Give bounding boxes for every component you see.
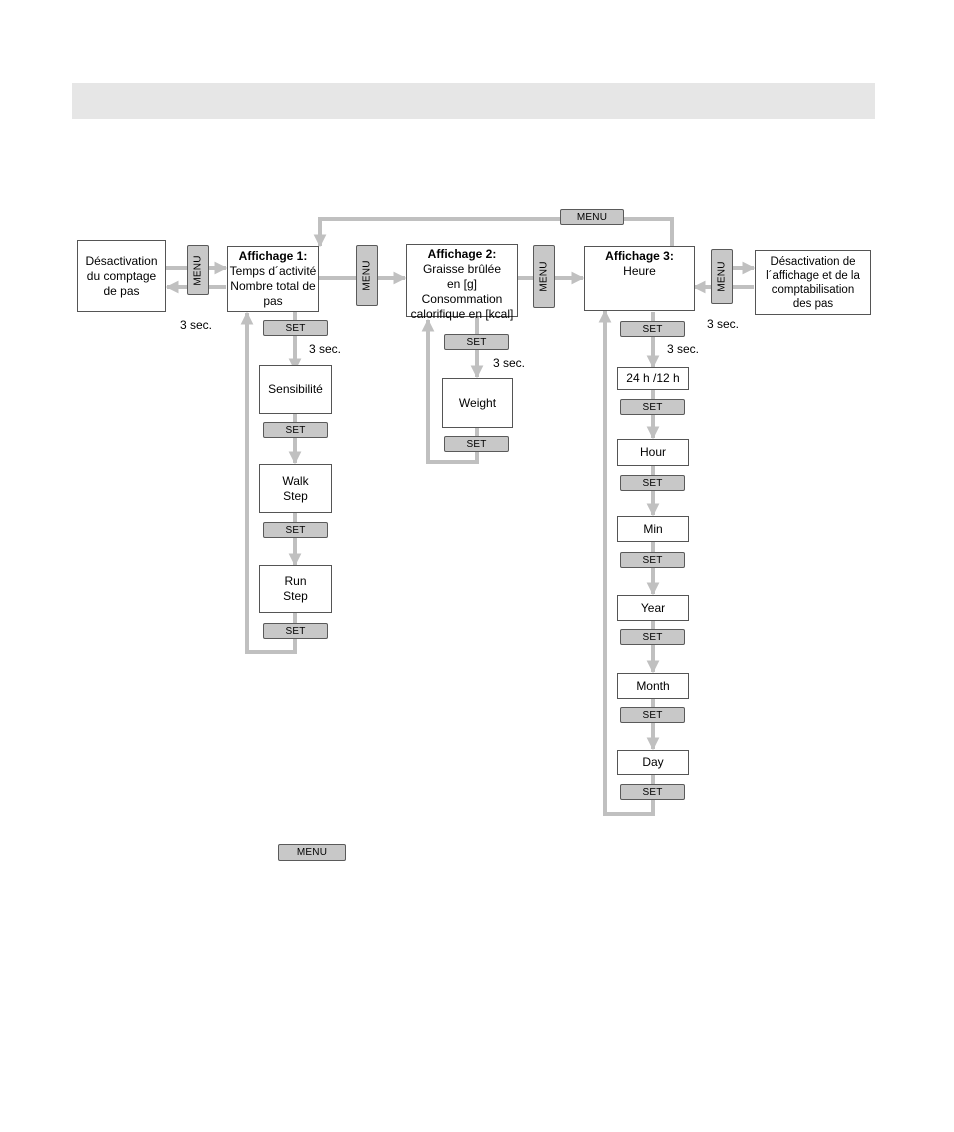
set-button[interactable]: SET	[263, 320, 328, 336]
walk-step-box: Walk Step	[259, 464, 332, 513]
menu-button-top-loop[interactable]: MENU	[560, 209, 624, 225]
set-button[interactable]: SET	[444, 334, 509, 350]
header-banner	[72, 83, 875, 119]
year-box: Year	[617, 595, 689, 621]
set-button[interactable]: SET	[620, 784, 685, 800]
set-button[interactable]: SET	[620, 707, 685, 723]
menu-button-display1[interactable]: MENU	[187, 245, 209, 295]
deactivation-display-box: Désactivation de l´affichage et de la co…	[755, 250, 871, 315]
hold-label-display3: 3 sec.	[667, 342, 700, 356]
display2-title: Affichage 2:	[427, 247, 497, 261]
display3-title: Affichage 3:	[605, 249, 674, 263]
menu-button-display2[interactable]: MENU	[356, 245, 378, 306]
hold-label-display1: 3 sec.	[309, 342, 342, 356]
set-button[interactable]: SET	[444, 436, 509, 452]
run-step-box: Run Step	[259, 565, 332, 613]
weight-box: Weight	[442, 378, 513, 428]
display1-box: Affichage 1: Temps d´activité Nombre tot…	[227, 246, 319, 312]
sensibilite-box: Sensibilité	[259, 365, 332, 414]
set-button[interactable]: SET	[620, 629, 685, 645]
format-box: 24 h /12 h	[617, 367, 689, 390]
deactivation-count-box: Désactivation du comptage de pas	[77, 240, 166, 312]
set-button[interactable]: SET	[620, 399, 685, 415]
month-box: Month	[617, 673, 689, 699]
loop-arrow-top	[313, 217, 674, 248]
min-box: Min	[617, 516, 689, 542]
hour-box: Hour	[617, 439, 689, 466]
menu-button-deactivation[interactable]: MENU	[711, 249, 733, 304]
set-button[interactable]: SET	[620, 552, 685, 568]
set-button[interactable]: SET	[263, 623, 328, 639]
menu-button-display3[interactable]: MENU	[533, 245, 555, 308]
hold-label-display2: 3 sec.	[493, 356, 526, 370]
day-box: Day	[617, 750, 689, 775]
hold-label-deactivation: 3 sec.	[180, 318, 213, 332]
display1-title: Affichage 1:	[238, 249, 308, 263]
menu-button-legend[interactable]: MENU	[278, 844, 346, 861]
set-button[interactable]: SET	[263, 522, 328, 538]
set-button[interactable]: SET	[620, 475, 685, 491]
set-button[interactable]: SET	[620, 321, 685, 337]
hold-label-deact-display: 3 sec.	[707, 317, 740, 331]
set-button[interactable]: SET	[263, 422, 328, 438]
display2-box: Affichage 2: Graisse brûlée en [g] Conso…	[406, 244, 518, 321]
display3-box: Affichage 3: Heure	[584, 246, 695, 311]
